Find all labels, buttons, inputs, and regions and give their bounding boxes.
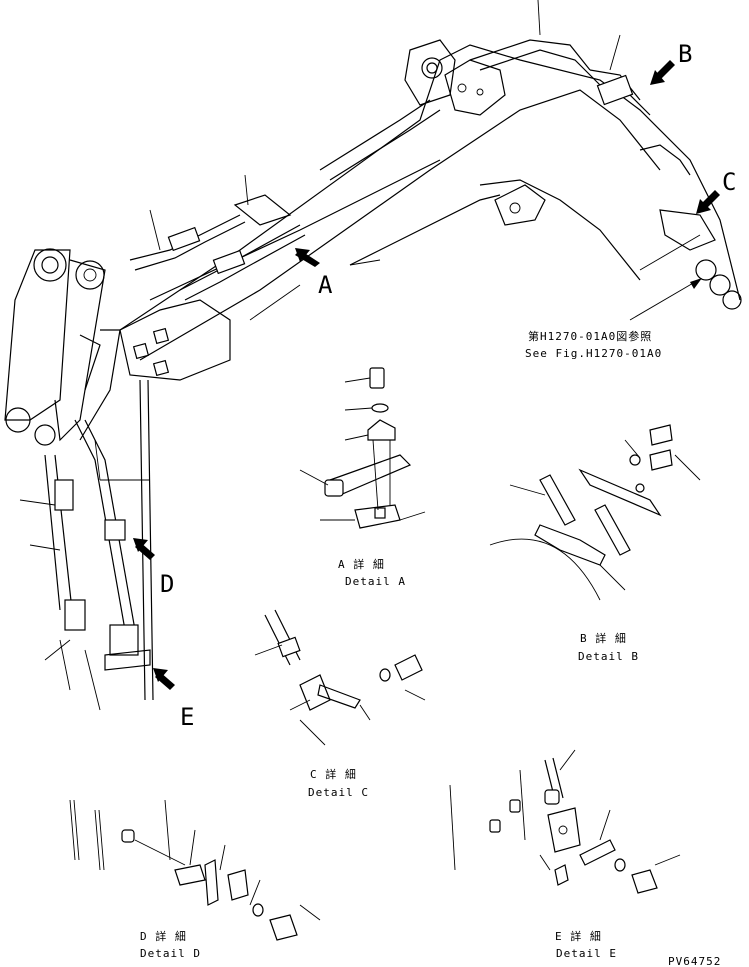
- detail-e-title-jp: E 詳 細: [555, 929, 602, 943]
- detail-d-title-jp: D 詳 細: [140, 929, 187, 943]
- detail-c-title-jp: C 詳 細: [310, 767, 357, 781]
- detail-b-title-jp: B 詳 細: [580, 631, 627, 645]
- view-arrows: [133, 60, 720, 690]
- arrow-d-icon: [133, 538, 155, 560]
- detail-a-title-en: Detail A: [345, 575, 406, 588]
- detail-a-title-jp: A 詳 細: [338, 557, 385, 571]
- detail-b-drawing: [489, 424, 701, 601]
- detail-c-title-en: Detail C: [308, 786, 369, 799]
- drawing-number: PV64752: [668, 955, 721, 967]
- detail-e-title-en: Detail E: [556, 947, 617, 960]
- arrow-e-icon: [153, 668, 175, 690]
- reference-arrow-icon: [629, 278, 702, 321]
- reference-note-en: See Fig.H1270-01A0: [525, 347, 662, 360]
- boom-arm-assembly: [4, 0, 742, 711]
- detail-d-drawing: [69, 799, 321, 941]
- view-label-c: C: [722, 168, 736, 196]
- reference-note-jp: 第H1270-01A0図参照: [528, 329, 652, 343]
- detail-b-title-en: Detail B: [578, 650, 639, 663]
- arrow-a-icon: [295, 248, 320, 267]
- view-label-b: B: [678, 40, 692, 68]
- detail-e-drawing: [449, 749, 681, 894]
- arrow-c-icon: [696, 190, 720, 214]
- detail-c-drawing: [254, 609, 426, 746]
- view-label-a: A: [318, 271, 333, 299]
- view-label-e: E: [180, 703, 194, 731]
- detail-a-drawing: [299, 367, 426, 529]
- detail-d-title-en: Detail D: [140, 947, 201, 960]
- view-label-d: D: [160, 570, 174, 598]
- arrow-b-icon: [650, 60, 675, 85]
